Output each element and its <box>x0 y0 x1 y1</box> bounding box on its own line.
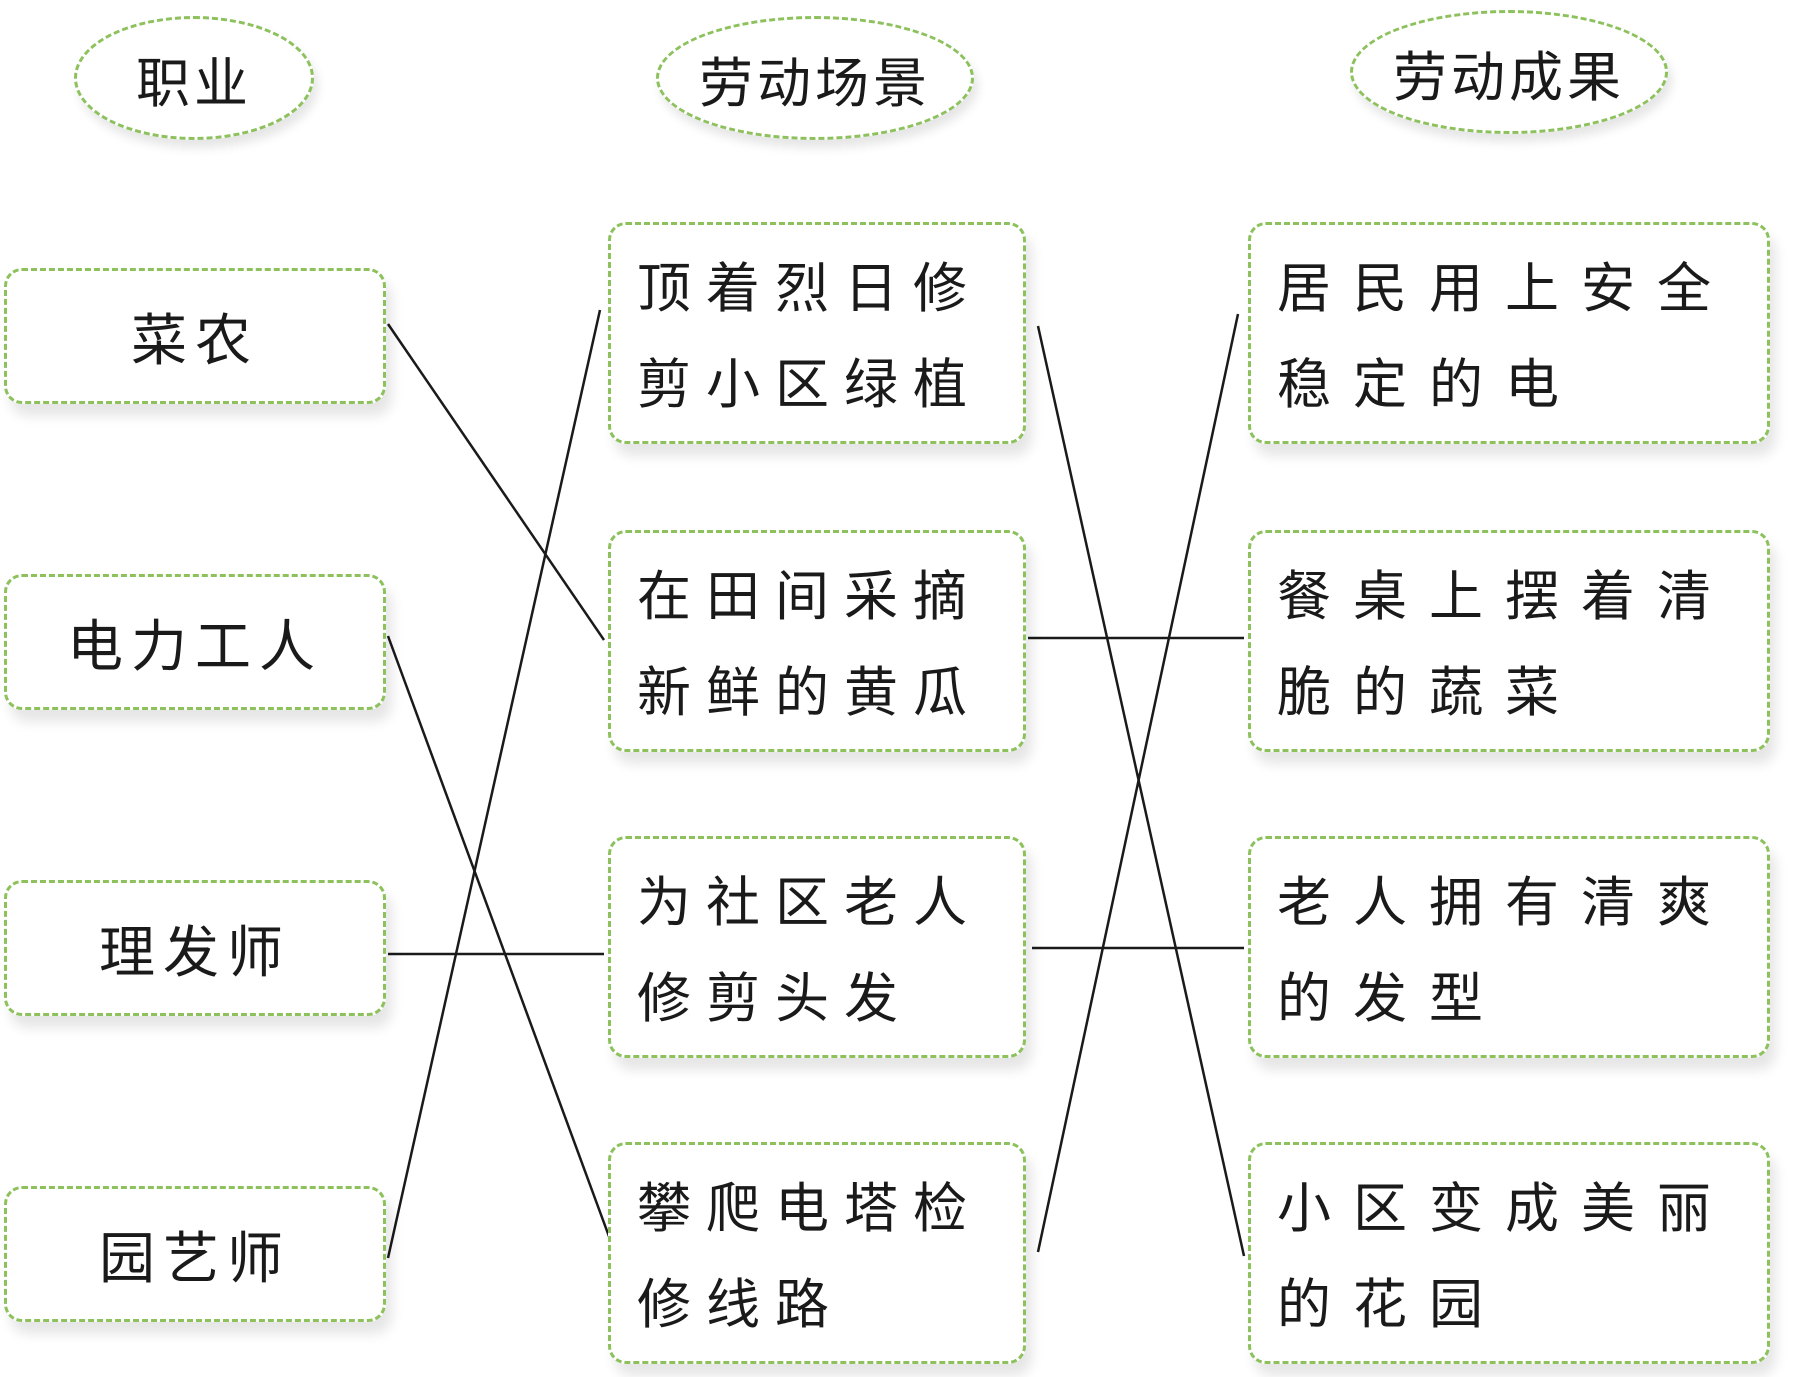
scene-line: 修剪头发 <box>637 967 913 1030</box>
scene-pick-cucumbers: 在田间采摘 新鲜的黄瓜 <box>608 530 1026 752</box>
scene-line: 顶着烈日修 <box>637 257 982 320</box>
occupation-electrician: 电力工人 <box>4 574 386 710</box>
link-climb-tower-to-electricity <box>1036 313 1240 1253</box>
scene-line: 在田间采摘 <box>637 565 982 628</box>
scene-climb-tower: 攀爬电塔检 修线路 <box>608 1142 1026 1364</box>
scene-line: 为社区老人 <box>637 871 982 934</box>
scene-haircut: 为社区老人 修剪头发 <box>608 836 1026 1058</box>
result-line: 的花园 <box>1277 1273 1505 1336</box>
link-gardener-to-trim-plants <box>386 309 602 1259</box>
header-labor-scene: 劳动场景 <box>656 16 974 140</box>
occupation-farmer: 菜农 <box>4 268 386 404</box>
header-occupation: 职业 <box>74 16 314 140</box>
scene-line: 攀爬电塔检 <box>637 1177 982 1240</box>
result-electricity: 居民用上安全 稳定的电 <box>1248 222 1770 444</box>
result-vegetables: 餐桌上摆着清 脆的蔬菜 <box>1248 530 1770 752</box>
scene-line: 剪小区绿植 <box>637 353 982 416</box>
result-line: 稳定的电 <box>1277 353 1581 416</box>
occupation-gardener: 园艺师 <box>4 1186 386 1322</box>
result-line: 脆的蔬菜 <box>1277 661 1581 724</box>
scene-trim-plants: 顶着烈日修 剪小区绿植 <box>608 222 1026 444</box>
link-trim-plants-to-garden <box>1036 325 1246 1257</box>
result-line: 的发型 <box>1277 967 1505 1030</box>
occupation-barber: 理发师 <box>4 880 386 1016</box>
scene-line: 修线路 <box>637 1273 844 1336</box>
result-line: 小区变成美丽 <box>1277 1177 1733 1240</box>
result-line: 餐桌上摆着清 <box>1277 565 1733 628</box>
result-garden: 小区变成美丽 的花园 <box>1248 1142 1770 1364</box>
link-farmer-to-pick-cucumbers <box>386 323 606 641</box>
link-electrician-to-climb-tower <box>386 635 616 1251</box>
scene-line: 新鲜的黄瓜 <box>637 661 982 724</box>
result-line: 老人拥有清爽 <box>1277 871 1733 934</box>
result-hairstyle: 老人拥有清爽 的发型 <box>1248 836 1770 1058</box>
header-labor-result: 劳动成果 <box>1350 10 1668 134</box>
result-line: 居民用上安全 <box>1277 257 1733 320</box>
